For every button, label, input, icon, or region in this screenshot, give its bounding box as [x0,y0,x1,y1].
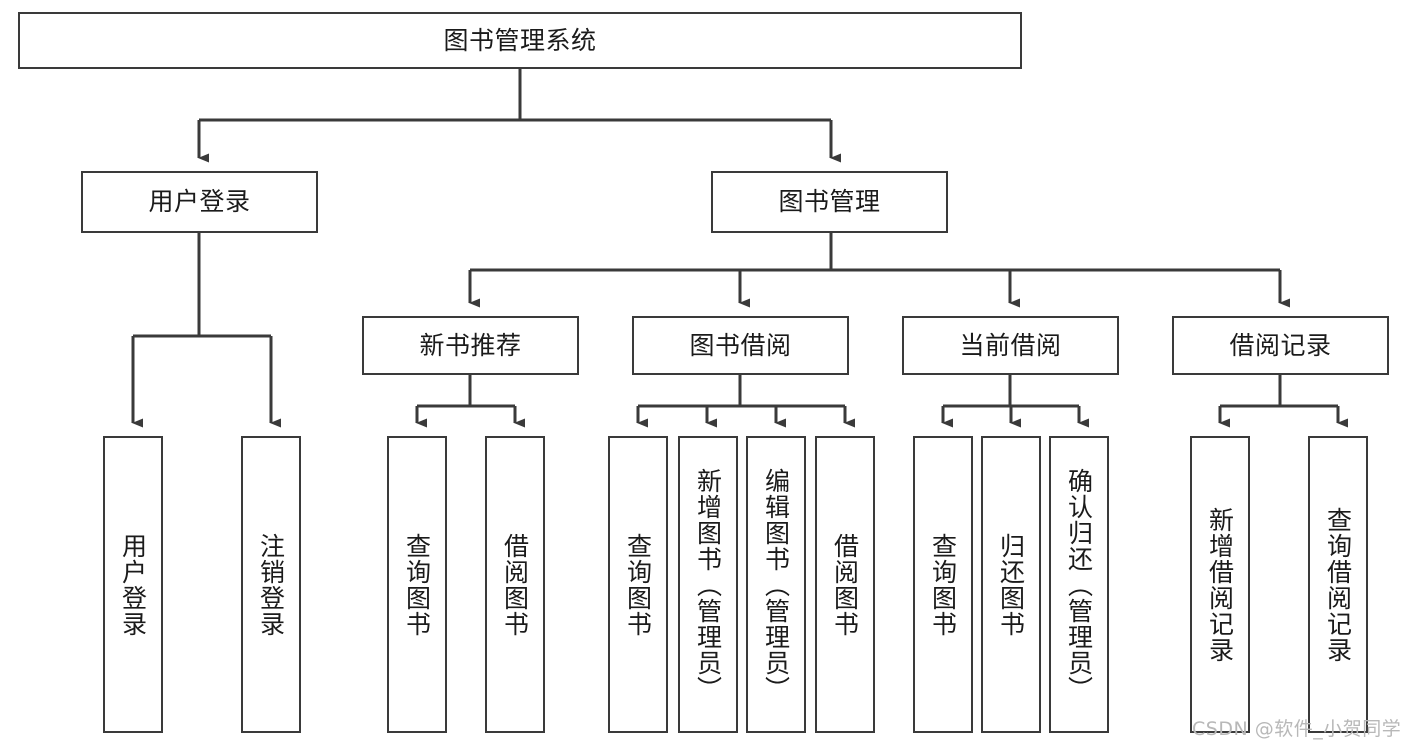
node-leaf-query-borrow-record-label: 查询借阅记录 [1323,506,1353,663]
node-current-borrow[interactable]: 当前借阅 [902,316,1119,375]
node-leaf-return-book[interactable]: 归还图书 [981,436,1041,733]
node-borrow-record[interactable]: 借阅记录 [1172,316,1389,375]
node-leaf-return-book-label: 归还图书 [996,532,1026,637]
node-leaf-query-book-borrow-label: 查询图书 [623,532,653,637]
node-leaf-user-login-label: 用户登录 [118,532,148,637]
node-leaf-borrow-book-label: 借阅图书 [830,532,860,637]
node-leaf-add-borrow-record[interactable]: 新增借阅记录 [1190,436,1250,733]
node-leaf-add-borrow-record-label: 新增借阅记录 [1205,506,1235,663]
node-leaf-add-book-admin-label: 新增图书（管理员） [693,467,723,702]
node-leaf-confirm-return-admin[interactable]: 确认归还（管理员） [1049,436,1109,733]
node-root-label: 图书管理系统 [443,25,597,55]
node-leaf-confirm-return-admin-label: 确认归还（管理员） [1064,467,1094,702]
node-current-borrow-label: 当前借阅 [959,330,1062,360]
node-book-manage[interactable]: 图书管理 [711,171,948,233]
node-leaf-borrow-book-recommend-label: 借阅图书 [500,532,530,637]
node-leaf-query-book-current-label: 查询图书 [928,532,958,637]
node-leaf-add-book-admin[interactable]: 新增图书（管理员） [678,436,738,733]
node-borrow-record-label: 借阅记录 [1229,330,1332,360]
node-leaf-logout-login-label: 注销登录 [256,532,286,637]
node-leaf-borrow-book[interactable]: 借阅图书 [815,436,875,733]
node-root[interactable]: 图书管理系统 [18,12,1022,69]
node-new-book-recommend-label: 新书推荐 [419,330,522,360]
node-leaf-edit-book-admin[interactable]: 编辑图书（管理员） [746,436,806,733]
node-book-borrow[interactable]: 图书借阅 [632,316,849,375]
node-book-borrow-label: 图书借阅 [689,330,792,360]
node-user-login[interactable]: 用户登录 [81,171,318,233]
node-leaf-borrow-book-recommend[interactable]: 借阅图书 [485,436,545,733]
node-leaf-query-book-borrow[interactable]: 查询图书 [608,436,668,733]
node-leaf-user-login[interactable]: 用户登录 [103,436,163,733]
node-book-manage-label: 图书管理 [778,187,881,217]
node-leaf-query-book-recommend[interactable]: 查询图书 [387,436,447,733]
node-leaf-query-book-recommend-label: 查询图书 [402,532,432,637]
node-leaf-query-borrow-record[interactable]: 查询借阅记录 [1308,436,1368,733]
node-leaf-edit-book-admin-label: 编辑图书（管理员） [761,467,791,702]
node-leaf-query-book-current[interactable]: 查询图书 [913,436,973,733]
node-leaf-logout-login[interactable]: 注销登录 [241,436,301,733]
node-user-login-label: 用户登录 [148,187,251,217]
node-new-book-recommend[interactable]: 新书推荐 [362,316,579,375]
